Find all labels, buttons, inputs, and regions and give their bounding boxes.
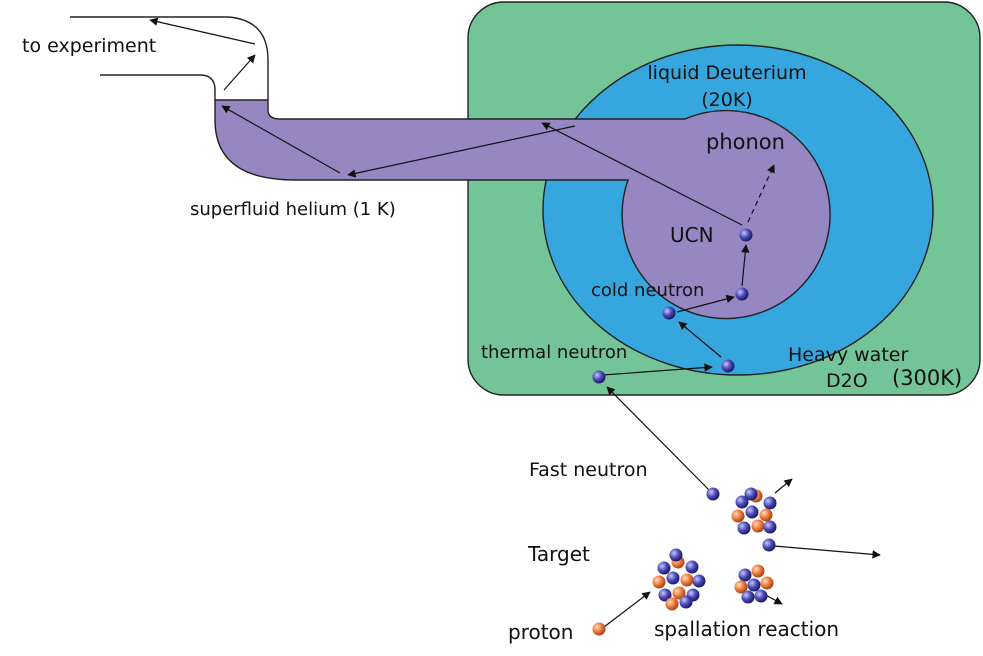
label-proton: proton: [508, 620, 573, 644]
label-target: Target: [527, 542, 590, 566]
label-ucn: UCN: [670, 223, 714, 247]
label-liquid-deuterium: liquid Deuterium: [647, 62, 806, 84]
spallation-neutron-particle: [762, 538, 776, 552]
label-heavy-water-temp: (300K): [892, 366, 962, 390]
pipe-outer-wall: [70, 16, 269, 100]
label-thermal-neutron: thermal neutron: [481, 342, 627, 363]
label-superfluid-helium: superfluid helium (1 K): [190, 199, 396, 220]
fast-neutron-particle: [706, 487, 720, 501]
label-cold-neutron: cold neutron: [591, 280, 704, 301]
cold-neutron-particle: [735, 287, 749, 301]
thermal-neutron-particle: [592, 370, 606, 384]
neutron-particles: [592, 228, 776, 552]
fragment-nucleus-lower: [734, 564, 774, 604]
pipe-inner-wall: [100, 74, 216, 100]
label-deuterium-temp: (20K): [701, 89, 752, 111]
proton-particle: [592, 622, 606, 636]
neutron-particle: [721, 359, 735, 373]
cold-neutron-particle: [662, 306, 676, 320]
label-fast-neutron: Fast neutron: [529, 459, 648, 481]
neutron-paths: [149, 17, 775, 494]
ucn-particle: [739, 228, 753, 242]
label-heavy-water: Heavy water: [788, 344, 908, 366]
label-d2o: D2O: [826, 370, 868, 392]
label-phonon: phonon: [706, 130, 785, 154]
label-spallation-reaction: spallation reaction: [654, 617, 839, 641]
superfluid-helium-guide: [214, 99, 831, 320]
label-to-experiment: to experiment: [22, 35, 156, 57]
target-nucleus: [652, 548, 706, 611]
fragment-nucleus-upper: [731, 487, 777, 535]
